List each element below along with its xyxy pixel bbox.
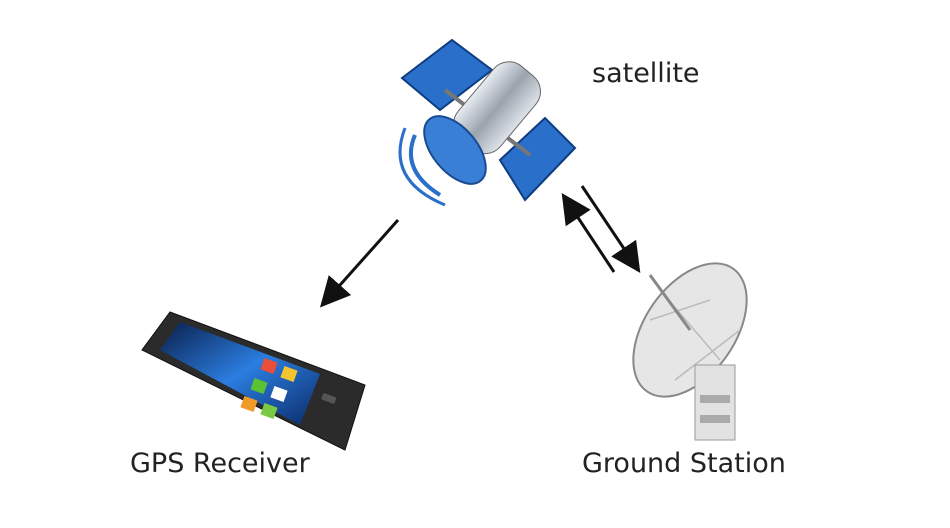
arrow-ground-to-satellite [561,192,616,273]
phone-icon [141,311,366,451]
arrow-satellite-to-ground [580,185,641,273]
arrow-satellite-to-receiver [320,219,400,308]
ground-station-label: Ground Station [582,448,786,479]
gps-receiver-label: GPS Receiver [130,448,310,479]
ground-station-icon [632,262,748,441]
satellite-icon [398,38,577,207]
satellite-label: satellite [592,58,700,89]
